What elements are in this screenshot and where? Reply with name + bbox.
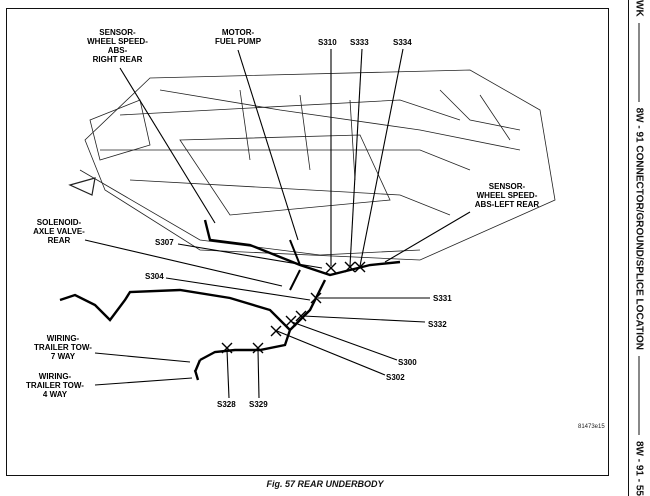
splice-mark-s328 (221, 342, 233, 354)
label-solenoid-axle-valve: SOLENOID- AXLE VALVE- REAR (33, 218, 85, 245)
underbody-illustration (59, 48, 556, 399)
label-s332: S332 (428, 320, 447, 329)
rail (79, 169, 421, 256)
label-s307: S307 (155, 238, 174, 247)
figure-caption: Fig. 57 REAR UNDERBODY (266, 479, 384, 489)
figure-id: 81473e15 (578, 424, 605, 430)
label-trailer-tow-7way: WIRING- TRAILER TOW- 7 WAY (34, 334, 92, 361)
wire-harness (289, 239, 301, 291)
crossmember (100, 149, 471, 171)
label-sensor-left-rear: SENSOR- WHEEL SPEED- ABS-LEFT REAR (474, 182, 540, 209)
body-outline (84, 69, 556, 261)
label-trailer-tow-4way: WIRING- TRAILER TOW- 4 WAY (26, 372, 84, 399)
leader-line (226, 349, 230, 399)
rail (159, 89, 521, 151)
splice-mark-s334 (354, 261, 366, 273)
leader-line (165, 277, 311, 301)
wire-harness (199, 329, 292, 362)
label-s328: S328 (217, 400, 236, 409)
label-s331: S331 (433, 294, 452, 303)
label-s329: S329 (249, 400, 268, 409)
splice-mark-s333 (344, 261, 356, 273)
splice-mark-s300 (285, 315, 297, 327)
sidebar-header: WK 8W - 91 CONNECTOR/GROUND/SPLICE LOCAT… (634, 0, 645, 496)
leader-line (237, 49, 299, 241)
leader-line (349, 48, 363, 267)
figure-frame (6, 8, 609, 476)
label-sensor-right-rear: SENSOR- WHEEL SPEED- ABS- RIGHT REAR (87, 28, 148, 64)
leader-line (94, 352, 191, 363)
label-s302: S302 (386, 373, 405, 382)
leader-line (384, 211, 471, 263)
fuel-tank (179, 134, 391, 216)
label-s334: S334 (393, 38, 412, 47)
splice-mark-s329 (252, 342, 264, 354)
label-s310: S310 (318, 38, 337, 47)
wire-harness (193, 359, 202, 381)
crossmember (129, 179, 451, 216)
label-fuel-pump: MOTOR- FUEL PUMP (214, 28, 262, 46)
splice-mark-s332 (295, 310, 307, 322)
wire-harness (203, 219, 401, 277)
splice-mark-s331 (310, 292, 322, 304)
sidebar-top-text: WK (633, 0, 645, 17)
leader-line (84, 239, 283, 287)
splice-mark-s302 (270, 325, 282, 337)
crossmember (119, 99, 461, 121)
label-s304: S304 (145, 272, 164, 281)
wire-harness (59, 279, 327, 332)
leader-line (291, 321, 398, 361)
leader-line (276, 330, 386, 376)
label-s333: S333 (350, 38, 369, 47)
leader-line (302, 315, 426, 323)
splice-mark-s310 (325, 262, 337, 274)
leader-line (177, 243, 323, 269)
leader-line (257, 349, 260, 399)
label-s300: S300 (398, 358, 417, 367)
sidebar-section-title: 8W - 91 CONNECTOR/GROUND/SPLICE LOCATION (633, 107, 645, 351)
leader-line (94, 377, 193, 386)
leader-line (359, 48, 404, 267)
leader-line (119, 67, 216, 224)
sidebar-rule (628, 0, 629, 496)
